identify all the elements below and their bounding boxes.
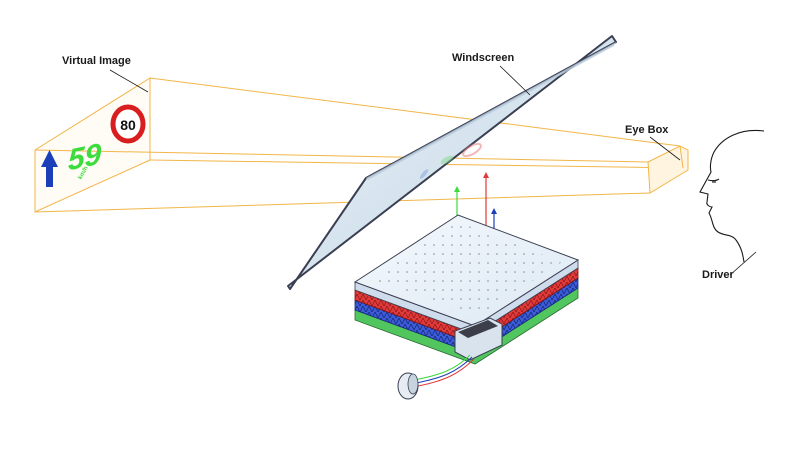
projector-unit [397, 354, 475, 400]
leader-lines [109, 65, 757, 276]
speed-limit-value: 80 [120, 117, 136, 133]
label-windscreen: Windscreen [452, 52, 515, 64]
speed-value: 59 [68, 138, 101, 178]
eye-box [647, 145, 689, 194]
windscreen [287, 35, 617, 290]
virtual-image: 59 km/h 80 [41, 104, 146, 187]
display-stack [353, 214, 580, 365]
label-virtual-image: Virtual Image [62, 55, 131, 67]
driver-silhouette [699, 129, 765, 263]
label-eye-box: Eye Box [625, 124, 669, 136]
up-arrow-icon [41, 150, 58, 187]
label-driver: Driver [702, 269, 735, 281]
speed-limit-sign: 80 [110, 104, 146, 144]
